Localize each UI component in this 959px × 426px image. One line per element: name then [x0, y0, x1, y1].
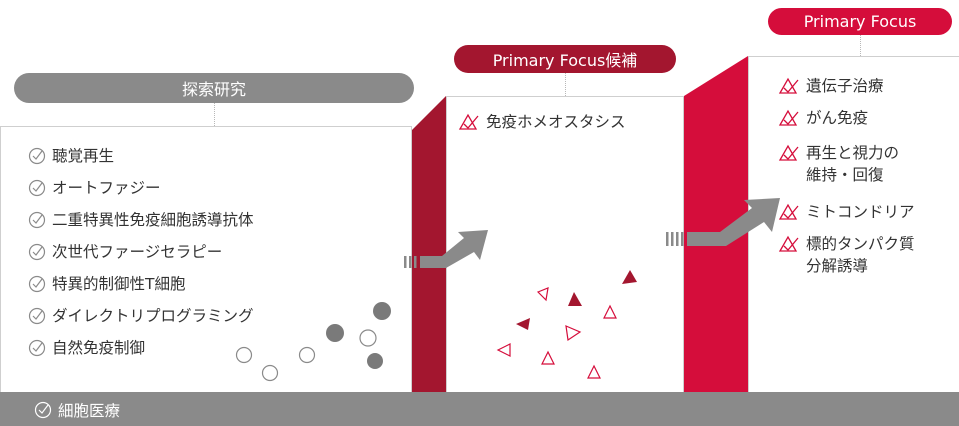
check-circle-icon: [28, 339, 46, 357]
exploratory-item-label: ダイレクトリプログラミング: [52, 307, 254, 325]
exploratory-item: ダイレクトリプログラミング: [28, 305, 254, 327]
candidate-side-wall: [412, 96, 446, 392]
exploratory-item: 二重特異性免疫細胞誘導抗体: [28, 209, 254, 231]
scattered-circles-graphic: [235, 302, 391, 382]
candidate-header-label: Primary Focus候補: [492, 51, 638, 70]
primary-item-line: 分解誘導: [806, 257, 869, 275]
exploratory-header-connector: [214, 103, 215, 126]
exploratory-item-label: 自然免疫制御: [52, 339, 146, 357]
triangle-check-icon: [458, 113, 479, 130]
exploratory-header-label: 探索研究: [181, 80, 246, 99]
triangle-check-icon: [778, 109, 799, 126]
primary-item-line: 遺伝子治療: [806, 77, 884, 95]
exploratory-item: 特異的制御性T細胞: [28, 273, 185, 295]
candidate-header-connector: [565, 73, 566, 96]
triangle-check-icon: [778, 203, 799, 220]
primary-item: 再生と視力の維持・回復: [778, 142, 899, 186]
primary-item-line: がん免疫: [806, 109, 869, 127]
exploratory-item-label: 次世代ファージセラピー: [52, 243, 223, 261]
primary-item-text: 再生と視力の維持・回復: [806, 142, 899, 186]
check-circle-icon: [28, 275, 46, 293]
scattered-triangles-graphic: [496, 270, 637, 379]
exploratory-header: 探索研究: [14, 73, 414, 103]
candidate-panel: [446, 96, 684, 392]
primary-item-text: 遺伝子治療: [806, 75, 884, 97]
check-circle-icon: [34, 401, 52, 419]
triangle-check-icon: [778, 144, 799, 161]
arrow-to-candidate: [404, 230, 488, 268]
primary-header: Primary Focus: [768, 8, 952, 35]
foundation-label-group: 細胞医療: [34, 399, 120, 421]
exploratory-item: 次世代ファージセラピー: [28, 241, 222, 263]
check-circle-icon: [28, 211, 46, 229]
foundation-label: 細胞医療: [58, 402, 121, 420]
primary-item: がん免疫: [778, 107, 868, 129]
exploratory-item-label: 特異的制御性T細胞: [52, 275, 186, 293]
arrow-to-primary: [666, 198, 780, 246]
primary-side-wall: [684, 56, 748, 392]
primary-header-connector: [860, 35, 861, 56]
check-circle-icon: [28, 307, 46, 325]
candidate-item: 免疫ホメオスタシス: [458, 111, 626, 133]
exploratory-item: 聴覚再生: [28, 145, 114, 167]
exploratory-item-label: 二重特異性免疫細胞誘導抗体: [52, 211, 254, 229]
primary-panel: [748, 56, 959, 392]
primary-item: ミトコンドリア: [778, 201, 915, 223]
primary-header-label: Primary Focus: [803, 12, 917, 31]
foundation-bar: [0, 392, 959, 426]
primary-item-text: がん免疫: [806, 107, 868, 129]
primary-item-text: ミトコンドリア: [806, 201, 915, 223]
exploratory-item: オートファジー: [28, 177, 161, 199]
primary-item-text: 標的タンパク質分解誘導: [806, 233, 915, 277]
primary-item-line: 維持・回復: [806, 166, 884, 184]
primary-item-line: 再生と視力の: [806, 144, 900, 162]
exploratory-item-label: 聴覚再生: [52, 147, 115, 165]
check-circle-icon: [28, 243, 46, 261]
primary-item: 遺伝子治療: [778, 75, 884, 97]
check-circle-icon: [28, 179, 46, 197]
triangle-check-icon: [778, 77, 799, 94]
exploratory-item-label: オートファジー: [52, 179, 161, 197]
exploratory-panel: [0, 126, 412, 392]
exploratory-item: 自然免疫制御: [28, 337, 145, 359]
primary-item-line: 標的タンパク質: [806, 235, 915, 253]
primary-item: 標的タンパク質分解誘導: [778, 233, 915, 277]
candidate-item-label: 免疫ホメオスタシス: [486, 113, 626, 131]
primary-item-line: ミトコンドリア: [806, 203, 915, 221]
check-circle-icon: [28, 147, 46, 165]
candidate-header: Primary Focus候補: [454, 45, 676, 73]
triangle-check-icon: [778, 235, 799, 252]
